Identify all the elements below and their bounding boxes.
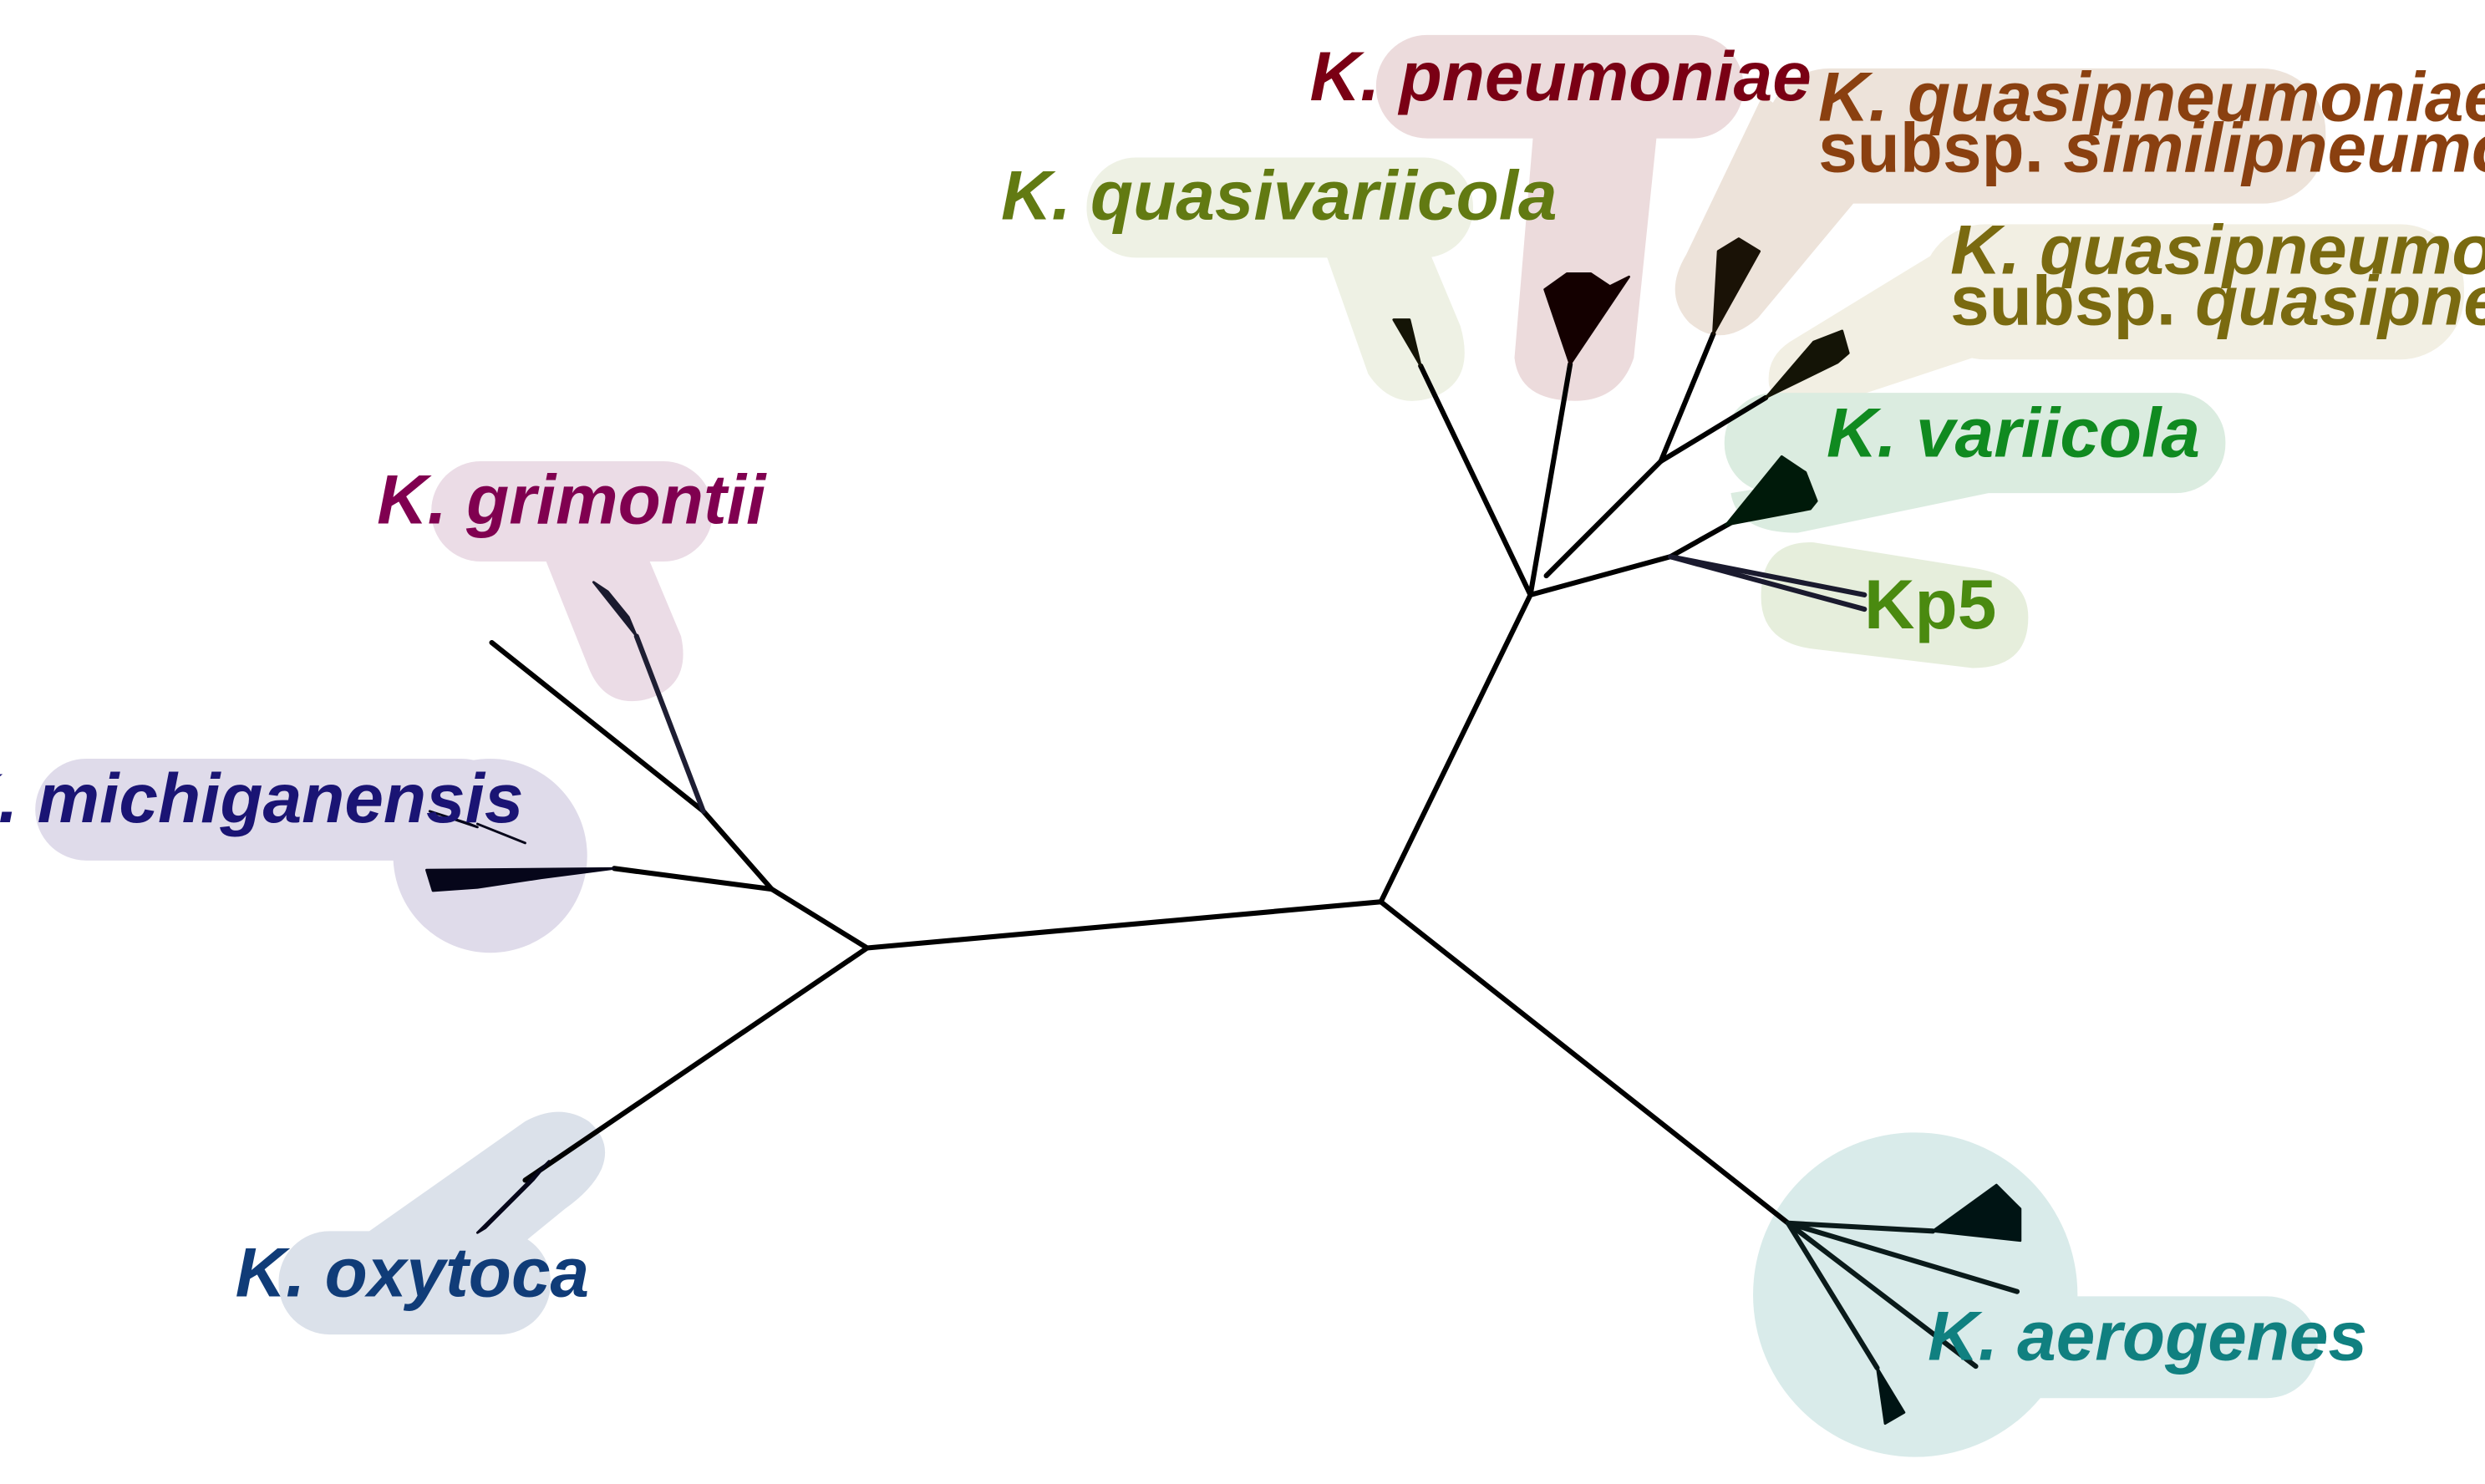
branch-aerogenes-d — [1785, 1220, 1880, 1371]
branch-backbone — [864, 899, 1384, 951]
label-similipneumoniae-line2-italic: similipneumoniae — [2063, 109, 2485, 187]
highlight-quasivariicola-label-bg — [1086, 157, 1474, 258]
highlight-oxytoca — [278, 1111, 606, 1335]
highlight-quasipneumoniae-label-bg — [1921, 224, 2464, 360]
fan-aerogenes-top — [1931, 1183, 2022, 1243]
fan-oxytoca — [475, 1160, 551, 1234]
label-similipneumoniae-line1: K. quasipneumoniae — [1818, 58, 2485, 136]
fan-quasipneumoniae — [1764, 329, 1850, 399]
label-quasipneumoniae-line1: K. quasipneumoniae — [1950, 210, 2485, 288]
branch-upper-right — [1378, 592, 1533, 905]
label-pneumoniae: K. pneumoniae — [1310, 37, 1812, 115]
highlight-aerogenes — [1753, 1132, 2318, 1457]
label-aerogenes: K. aerogenes — [1928, 1297, 2367, 1375]
highlight-similipneumoniae-label-bg — [1766, 68, 2326, 204]
branch-to-pneumoniae — [1527, 361, 1573, 597]
highlight-aerogenes-label-bg — [1988, 1296, 2318, 1399]
highlight-variicola-label-bg — [1724, 393, 2226, 494]
branch-to-similipneumoniae — [1658, 331, 1716, 465]
branch-to-kp5-b — [1668, 554, 1868, 612]
highlight-kp5 — [1761, 542, 2029, 668]
fan-quasivariicola — [1392, 318, 1422, 368]
highlight-kp5-bg — [1761, 542, 2029, 668]
fan-pneumoniae — [1543, 272, 1630, 366]
branch-to-qp-group — [1527, 554, 1674, 597]
branch-to-grimontii — [633, 633, 706, 814]
highlight-pneumoniae-branch-bg — [1514, 111, 1659, 401]
branch-aerogenes-c — [1785, 1220, 1979, 1370]
label-grimontii: K. grimontii — [377, 460, 767, 538]
label-similipneumoniae-line2-prefix: subsp. — [1818, 109, 2063, 187]
highlight-pneumoniae — [1375, 34, 1744, 401]
highlight-michiganensis-label-bg — [35, 758, 513, 861]
fan-michiganensis — [425, 810, 616, 892]
branch-to-quasivariicola — [1418, 363, 1533, 597]
label-variicola: K. variicola — [1827, 393, 2200, 471]
fan-aerogenes-bottom — [1876, 1366, 1906, 1426]
highlight-grimontii-label-bg — [431, 461, 714, 562]
fan-similipneumoniae — [1712, 237, 1761, 336]
highlight-michiganensis — [35, 758, 587, 953]
highlight-michiganensis-circle-bg — [393, 758, 587, 953]
branch-aerogenes-a — [1785, 1220, 1936, 1234]
clade-labels: K. pneumoniae K. quasipneumoniae subsp. … — [0, 37, 2485, 1375]
highlight-aerogenes-circle-bg — [1753, 1132, 2078, 1457]
branch-lone-leaf — [489, 639, 706, 814]
branch-to-quasipneumoniae — [1658, 394, 1769, 465]
branch-to-qp-internal — [1543, 458, 1664, 579]
label-similipneumoniae: K. quasipneumoniae subsp. similipneumoni… — [1818, 58, 2485, 187]
branch-oxytoca — [522, 945, 870, 1183]
label-quasipneumoniae-line2-prefix: subsp. — [1950, 261, 2195, 339]
label-quasipneumoniae-line2-italic: quasipneumoniae — [2195, 261, 2485, 339]
label-quasipneumoniae: K. quasipneumoniae subsp. quasipneumonia… — [1950, 210, 2485, 339]
branch-upper-left — [769, 887, 870, 951]
branch-to-michiganensis — [612, 866, 775, 892]
label-kp5: Kp5 — [1864, 565, 1996, 643]
label-quasivariicola: K. quasivariicola — [1001, 156, 1558, 235]
highlight-grimontii-branch-bg — [541, 548, 684, 702]
highlight-oxytoca-branch-bg — [368, 1111, 606, 1281]
branch-aerogenes-b — [1785, 1220, 2020, 1294]
fan-grimontii — [592, 581, 638, 638]
label-michiganensis: K. michiganensis — [0, 759, 523, 837]
fan-variicola — [1725, 455, 1818, 526]
branch-to-grimontii-node — [700, 808, 775, 892]
leaf-fans — [425, 237, 2022, 1426]
clade-highlights — [35, 34, 2464, 1457]
branch-aerogenes — [1378, 899, 1791, 1226]
label-oxytoca: K. oxytoca — [236, 1232, 590, 1311]
